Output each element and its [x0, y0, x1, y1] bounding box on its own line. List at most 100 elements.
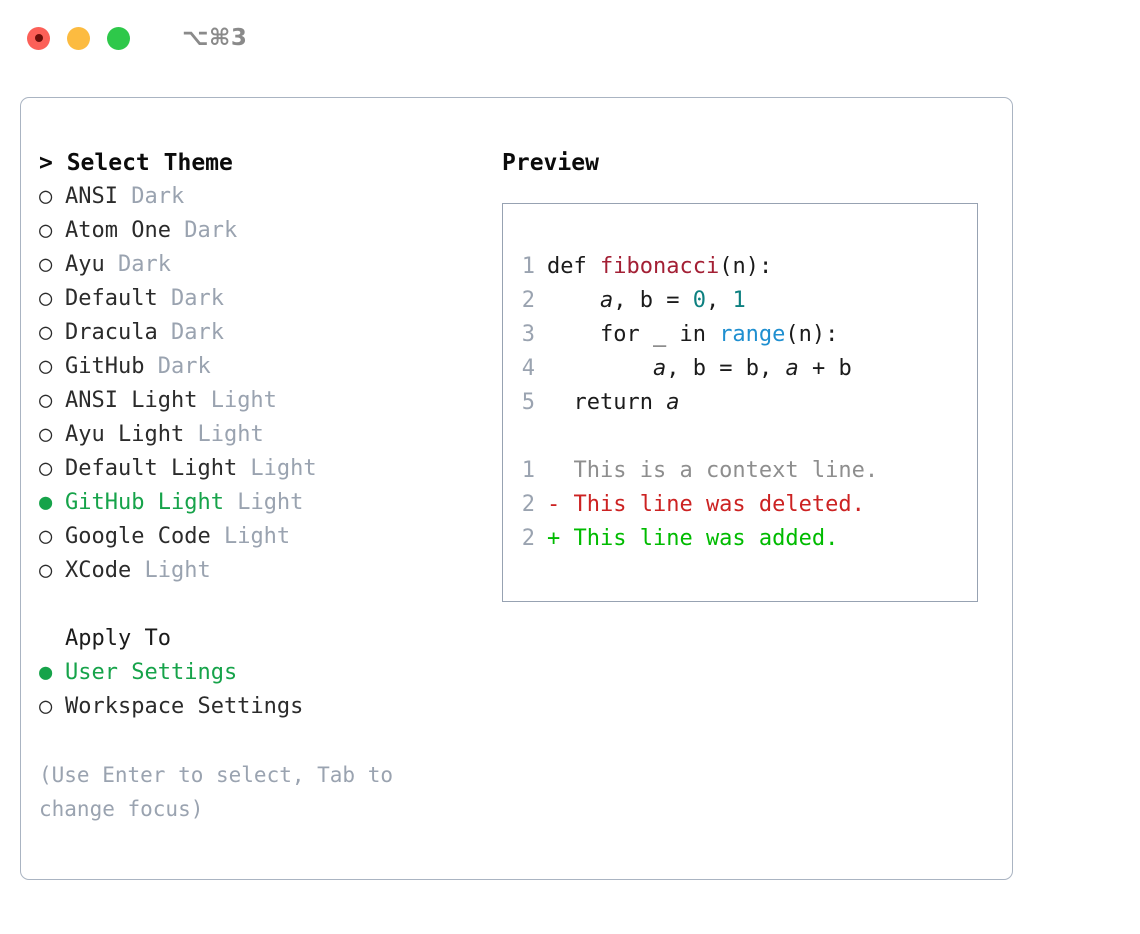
diff-text: This is a context line.	[547, 458, 879, 483]
theme-option[interactable]: ● GitHub Light Light	[39, 486, 479, 520]
radio-unselected-icon: ○	[39, 354, 53, 379]
code-token: 1	[732, 288, 746, 313]
theme-option[interactable]: ○ Default Dark	[39, 282, 479, 316]
code-token: ,	[666, 356, 693, 381]
line-number: 1	[521, 458, 535, 483]
theme-option[interactable]: ○XCode Light	[39, 554, 479, 588]
line-number: 3	[521, 322, 535, 347]
minimize-button-icon[interactable]	[67, 26, 90, 50]
theme-option-variant: Light	[210, 524, 291, 549]
theme-option-variant: Light	[184, 422, 264, 447]
theme-option[interactable]: ○ Ayu Light Light	[39, 418, 479, 452]
radio-selected-icon: ●	[39, 490, 53, 515]
radio-unselected-icon: ○	[39, 218, 53, 243]
radio-unselected-icon: ○	[39, 558, 53, 583]
code-token	[547, 356, 653, 381]
theme-option-label: ANSI	[65, 184, 118, 209]
apply-to-option-list: ●User Settings ○ Workspace Settings	[39, 656, 479, 724]
radio-unselected-icon: ○	[39, 422, 53, 447]
code-line: 2 a, b = 0, 1	[521, 284, 977, 318]
code-token: ,	[705, 288, 733, 313]
theme-option[interactable]: ○Google Code Light	[39, 520, 479, 554]
code-token: b	[745, 356, 759, 381]
line-number: 2	[521, 526, 535, 551]
code-token: ,	[613, 288, 640, 313]
line-number: 5	[521, 390, 535, 415]
diff-line: 2 + This line was added.	[521, 522, 977, 556]
theme-option-label: Default	[65, 286, 158, 311]
theme-option-variant: Light	[223, 490, 304, 515]
radio-unselected-icon: ○	[39, 286, 53, 311]
diff-line: 2 - This line was deleted.	[521, 488, 977, 522]
code-token: =	[705, 356, 746, 381]
theme-option[interactable]: ○ Atom One Dark	[39, 214, 479, 248]
code-token	[547, 288, 600, 313]
radio-unselected-icon: ○	[39, 252, 53, 277]
radio-unselected-icon: ○	[39, 388, 53, 413]
theme-option-variant: Dark	[117, 184, 185, 209]
theme-option-label: GitHub	[65, 354, 145, 379]
theme-option-variant: Dark	[104, 252, 171, 277]
theme-option[interactable]: ○ Default Light Light	[39, 452, 479, 486]
theme-option-variant: Dark	[170, 218, 238, 243]
apply-to-option-label: User Settings	[65, 660, 238, 685]
close-button-icon[interactable]	[27, 26, 50, 50]
apply-to-option[interactable]: ○ Workspace Settings	[39, 690, 479, 724]
theme-option-label: GitHub Light	[65, 490, 224, 515]
select-theme-heading: > Select Theme	[39, 150, 233, 176]
theme-option[interactable]: ○ANSI Light Light	[39, 384, 479, 418]
theme-option-label: Default Light	[65, 456, 238, 481]
code-token: for _ in	[547, 322, 720, 347]
theme-option-variant: Dark	[144, 354, 211, 379]
line-number: 1	[521, 254, 535, 279]
theme-option[interactable]: ○ Ayu Dark	[39, 248, 479, 282]
code-token: =	[652, 288, 693, 313]
code-token: +	[798, 356, 839, 381]
code-token: b	[838, 356, 852, 381]
code-token: range	[719, 322, 786, 347]
theme-option-variant: Light	[131, 558, 211, 583]
code-token: a	[666, 390, 680, 415]
diff-text: + This line was added.	[547, 526, 839, 551]
radio-unselected-icon: ○	[39, 456, 53, 481]
theme-option-label: Ayu Light	[65, 422, 185, 447]
theme-option-variant: Dark	[157, 286, 224, 311]
maximize-button-icon[interactable]	[107, 26, 130, 50]
theme-option-variant: Light	[237, 456, 317, 481]
theme-option-variant: Dark	[157, 320, 224, 345]
code-token: a	[599, 288, 614, 313]
theme-option-list: ○ANSI Dark○Atom One Dark○Ayu Dark○Defaul…	[39, 180, 479, 588]
line-number: 4	[521, 356, 535, 381]
code-line: 3 for _ in range(n):	[521, 318, 977, 352]
line-number: 2	[521, 492, 535, 517]
radio-unselected-icon: ○	[39, 694, 53, 719]
code-token: 0	[692, 288, 706, 313]
traffic-lights	[27, 26, 130, 50]
code-token: (n):	[785, 322, 839, 347]
keyboard-hint-text: (Use Enter to select, Tab to change focu…	[39, 763, 394, 821]
theme-option[interactable]: ○ GitHub Dark	[39, 350, 479, 384]
theme-picker-column: > Select Theme ○ANSI Dark○Atom One Dark○…	[39, 146, 479, 826]
code-line: 4 a, b = b, a + b	[521, 352, 977, 386]
theme-option-label: Google Code	[65, 524, 211, 549]
theme-option[interactable]: ○Dracula Dark	[39, 316, 479, 350]
diff-text: - This line was deleted.	[547, 492, 865, 517]
code-token: b	[639, 288, 653, 313]
theme-option-label: Atom One	[65, 218, 171, 243]
theme-option-label: Ayu	[65, 252, 105, 277]
main-panel: > Select Theme ○ANSI Dark○Atom One Dark○…	[20, 97, 1013, 880]
preview-heading: Preview	[502, 150, 599, 176]
title-bar: ⌥⌘3	[0, 0, 1140, 76]
theme-option-variant: Light	[197, 388, 277, 413]
code-token: return	[547, 390, 667, 415]
apply-to-option-label: Workspace Settings	[65, 694, 304, 719]
code-diff-separator	[521, 420, 977, 454]
apply-to-option[interactable]: ●User Settings	[39, 656, 479, 690]
diff-line: 1 This is a context line.	[521, 454, 977, 488]
line-number: 2	[521, 288, 535, 313]
theme-option[interactable]: ○ANSI Dark	[39, 180, 479, 214]
